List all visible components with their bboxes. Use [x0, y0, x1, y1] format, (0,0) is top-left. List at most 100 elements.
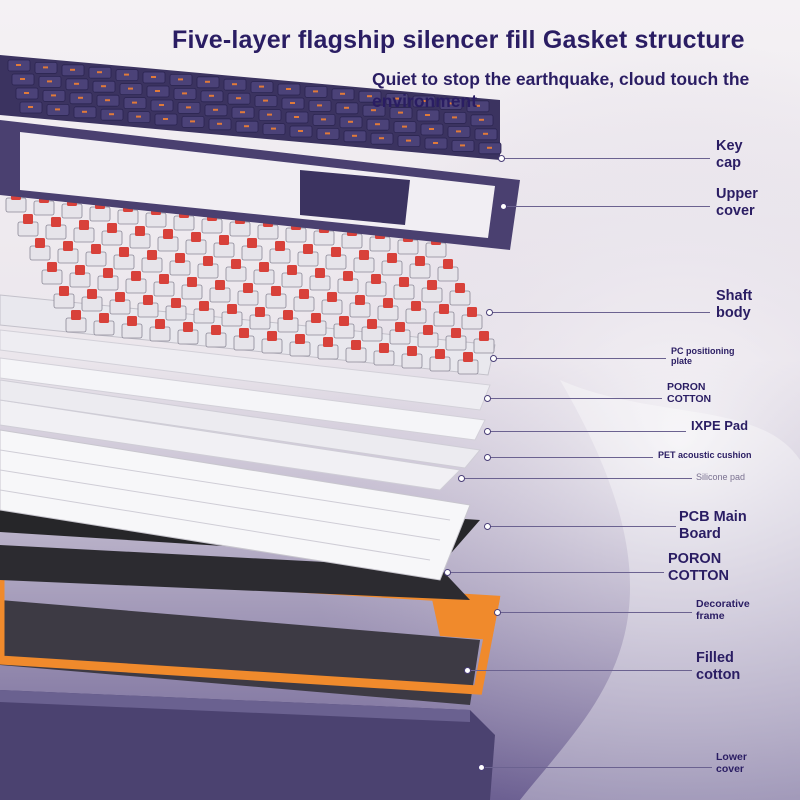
- switch-housing: [313, 230, 335, 246]
- switch-housing: [253, 269, 275, 285]
- label-pet: PET acoustic cushion: [658, 450, 752, 460]
- switch-stem: [323, 337, 333, 347]
- keycap-legend: [20, 78, 25, 80]
- keycap-legend: [97, 71, 102, 74]
- switch-stem: [327, 292, 337, 302]
- keycap-legend: [344, 106, 349, 109]
- switch-housing: [281, 272, 303, 288]
- switch-housing: [305, 320, 327, 336]
- switch-housing: [233, 335, 255, 351]
- switch-stem: [435, 349, 445, 359]
- switch-stem: [267, 331, 277, 341]
- switch-stem: [359, 250, 369, 260]
- filled-callout-dot: [464, 667, 471, 674]
- switch-stem: [311, 313, 321, 323]
- switch-housing: [457, 359, 479, 375]
- switch-stem: [259, 262, 269, 272]
- keycap-legend: [263, 99, 268, 102]
- keycap-legend: [487, 146, 492, 149]
- switch-stem: [203, 256, 213, 266]
- switch-stem: [59, 286, 69, 296]
- switch-stem: [367, 319, 377, 329]
- keycap-legend: [340, 92, 345, 95]
- keycap-legend: [28, 106, 33, 108]
- switch-stem: [63, 241, 73, 251]
- silicone-callout-dot: [458, 475, 465, 482]
- label-silicone: Silicone pad: [696, 472, 746, 482]
- switch-stem: [75, 265, 85, 275]
- switch-housing: [361, 326, 383, 342]
- switch-stem: [275, 241, 285, 251]
- switch-housing: [449, 290, 471, 306]
- switch-housing: [337, 278, 359, 294]
- keycap-legend: [371, 109, 376, 112]
- switch-housing: [221, 311, 243, 327]
- keycap-legend: [51, 94, 56, 97]
- keycap-grid: [7, 59, 502, 155]
- keycap-legend: [70, 68, 75, 71]
- poron-top-layer: [0, 329, 491, 411]
- switch-housing: [437, 266, 459, 282]
- switch-housing: [145, 212, 167, 228]
- switch-stem: [479, 331, 489, 341]
- switch-housing: [109, 299, 131, 315]
- switch-stem: [423, 325, 433, 335]
- page-subtitle: Quiet to stop the earthquake, cloud touc…: [372, 69, 750, 111]
- switch-housing: [389, 329, 411, 345]
- switch-housing: [85, 251, 107, 267]
- switch-stem: [287, 265, 297, 275]
- switch-stem: [215, 280, 225, 290]
- switch-housing: [141, 257, 163, 273]
- switch-housing: [429, 356, 451, 372]
- decorative-callout-dot: [494, 609, 501, 616]
- switch-stem: [211, 325, 221, 335]
- switch-stem: [159, 274, 169, 284]
- switch-housing: [433, 311, 455, 327]
- upper-cover-callout-dot: [500, 203, 507, 210]
- switch-housing: [285, 227, 307, 243]
- switch-housing: [325, 254, 347, 270]
- keycap-legend: [82, 110, 87, 113]
- switch-stem: [87, 289, 97, 299]
- pet-callout-line: [490, 457, 653, 458]
- switch-stem: [255, 307, 265, 317]
- switch-stem: [303, 244, 313, 254]
- switch-housing: [213, 242, 235, 258]
- switch-housing: [61, 203, 83, 219]
- switch-stem: [247, 238, 257, 248]
- switch-housing: [397, 239, 419, 255]
- switch-housing: [341, 233, 363, 249]
- keycap-legend: [317, 104, 322, 107]
- keycap-legend: [425, 114, 430, 116]
- switch-housing: [353, 257, 375, 273]
- keycap-legend: [151, 76, 156, 78]
- switch-stem: [163, 229, 173, 239]
- switch-housing: [193, 308, 215, 324]
- keycap-legend: [163, 118, 168, 120]
- switch-housing: [149, 326, 171, 342]
- switch-housing: [265, 293, 287, 309]
- filled-callout-line: [470, 670, 692, 671]
- keycap-legend: [271, 127, 276, 130]
- switch-housing: [17, 221, 39, 237]
- pcb-pad-layer: [0, 429, 471, 581]
- switch-stem: [371, 274, 381, 284]
- keycap-legend: [109, 113, 114, 116]
- switch-array: [5, 190, 495, 375]
- switch-stem: [331, 247, 341, 257]
- switch-housing: [101, 230, 123, 246]
- switch-stem: [103, 268, 113, 278]
- switch-housing: [41, 269, 63, 285]
- keycap-legend: [132, 101, 137, 104]
- switch-stem: [379, 343, 389, 353]
- keycap-legend: [78, 96, 83, 99]
- keycap-legend: [74, 82, 79, 85]
- switch-housing: [345, 347, 367, 363]
- switch-stem: [295, 334, 305, 344]
- keycap-legend: [429, 128, 434, 130]
- switch-housing: [317, 344, 339, 360]
- keycap-legend: [433, 142, 438, 144]
